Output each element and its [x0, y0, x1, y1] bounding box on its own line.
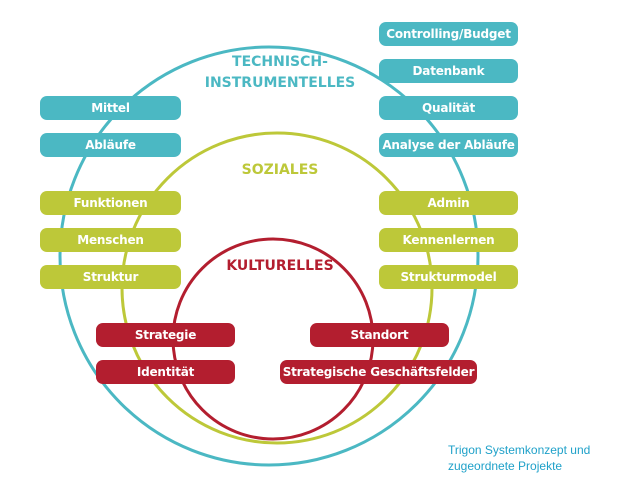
caption: Trigon Systemkonzept und zugeordnete Pro… — [448, 442, 618, 474]
pill-qualitaet: Qualität — [379, 96, 518, 120]
title-technisch-line2: INSTRUMENTELLES — [204, 75, 356, 91]
title-kulturell: KULTURELLES — [226, 258, 334, 274]
pill-strukturmodel: Strukturmodel — [379, 265, 518, 289]
pill-strategische-geschaeftsfelder: Strategische Geschäftsfelder — [280, 360, 477, 384]
pill-strategie: Strategie — [96, 323, 235, 347]
pill-datenbank: Datenbank — [379, 59, 518, 83]
pill-controlling-budget: Controlling/Budget — [379, 22, 518, 46]
title-sozial: SOZIALES — [241, 162, 319, 178]
outer-circle-technisch — [58, 45, 480, 467]
pill-mittel: Mittel — [40, 96, 181, 120]
caption-line2: zugeordnete Projekte — [448, 459, 563, 473]
pill-ablaeufe: Abläufe — [40, 133, 181, 157]
pill-admin: Admin — [379, 191, 518, 215]
pill-funktionen: Funktionen — [40, 191, 181, 215]
caption-line1: Trigon Systemkonzept und — [448, 443, 591, 457]
pill-kennenlernen: Kennenlernen — [379, 228, 518, 252]
title-technisch: TECHNISCH- INSTRUMENTELLES — [190, 52, 370, 94]
pill-standort: Standort — [310, 323, 449, 347]
pill-analyse-der-ablaeufe: Analyse der Abläufe — [379, 133, 518, 157]
pill-menschen: Menschen — [40, 228, 181, 252]
title-technisch-line1: TECHNISCH- — [232, 54, 328, 70]
pill-identitaet: Identität — [96, 360, 235, 384]
pill-struktur: Struktur — [40, 265, 181, 289]
